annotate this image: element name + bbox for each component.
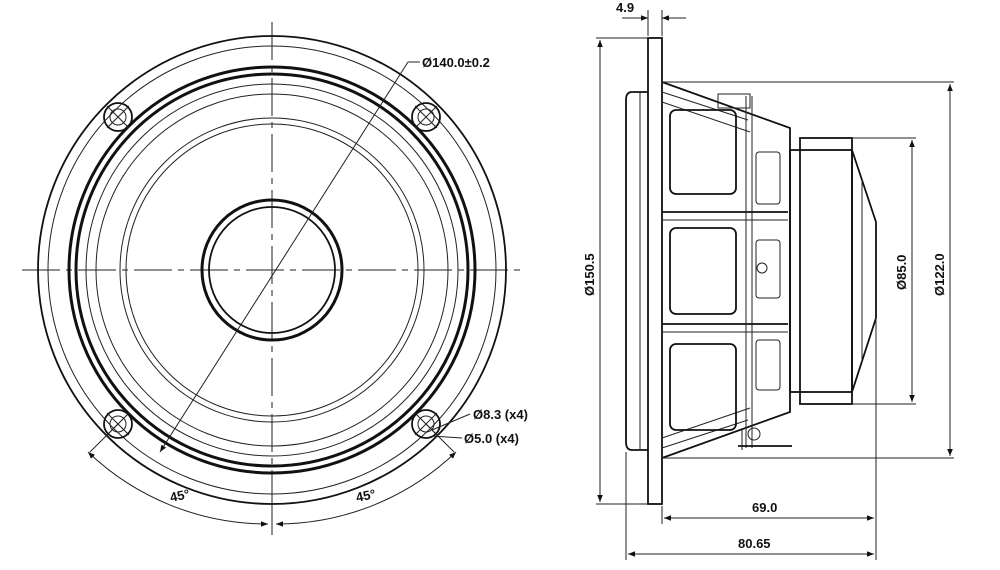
overall-diameter-label: Ø150.5 [582,253,597,296]
front-rim [625,91,648,451]
overall-depth-label: 80.65 [738,536,771,551]
cone-edge-inner [125,123,419,417]
cone-edge-outer [119,117,425,423]
basket-diameter-label: Ø122.0 [932,253,947,296]
angle-right-label: 45° [355,486,377,505]
front-view: Ø140.0±0.2 Ø8.3 (x4) Ø5.0 (x4) 45° 45° [22,22,528,535]
basket-outline [661,81,791,459]
angle-ext-line-left [89,423,119,453]
basket-slot-top [755,151,781,205]
outer-diameter-label: Ø140.0±0.2 [422,55,490,70]
mounting-hole-top-right [411,102,441,132]
mounting-depth-label: 69.0 [752,500,777,515]
surround-mid [95,93,449,447]
flange [647,37,663,505]
back-plate [851,149,877,393]
dust-cap-outer [200,198,344,342]
angle-left-label: 45° [169,486,191,505]
basket-window-middle [669,227,737,315]
side-view: 4.9 Ø150.5 Ø85.0 Ø122.0 69.0 80.65 [582,0,954,560]
angle-arc-right [275,451,457,527]
basket-slot-middle [755,239,781,299]
angle-ext-line-right [425,423,455,453]
hole-large-label: Ø8.3 (x4) [473,407,528,422]
dust-cap-inner [208,206,336,334]
basket-window-top [669,109,737,195]
hole-small-leader [431,435,463,439]
vent-hole [756,262,768,274]
basket-slot-bottom [755,339,781,391]
hole-large-leader [431,413,471,431]
diameter-leader [159,61,409,453]
flange-thickness-label: 4.9 [616,0,634,15]
mounting-hole-top-left [103,102,133,132]
magnet-diameter-label: Ø85.0 [894,255,909,290]
gasket-ring-inner [74,72,470,468]
magnet [799,137,853,405]
gasket-ring-outer [67,65,477,475]
surround-outer [85,83,459,457]
hole-small-label: Ø5.0 (x4) [464,431,519,446]
top-bracket [717,93,751,109]
angle-arc-left [87,451,269,527]
terminal [738,427,792,450]
basket-window-bottom [669,343,737,431]
frame-inner-edge [47,45,497,495]
